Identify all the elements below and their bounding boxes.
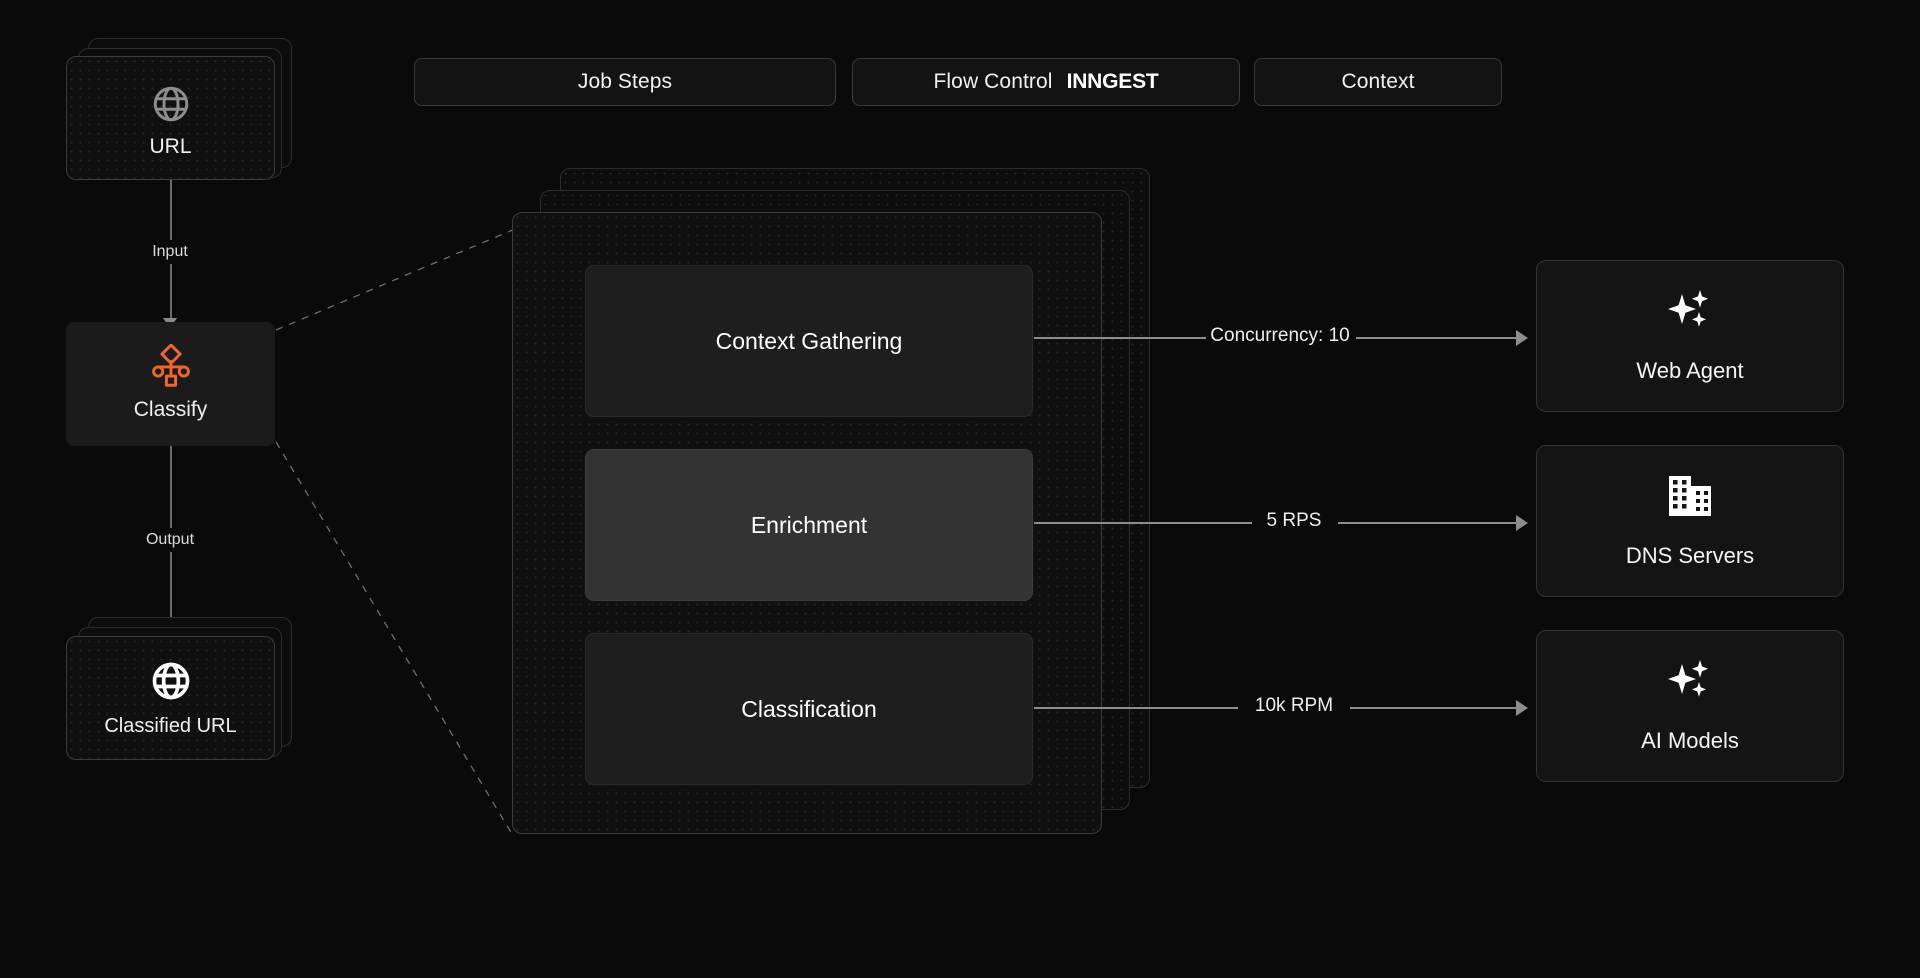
node-url[interactable]: URL [66, 56, 275, 180]
inngest-wordmark: INNGEST [1066, 70, 1159, 93]
step-label: Enrichment [750, 511, 868, 538]
connector-arrow-icon-3 [1516, 700, 1528, 716]
step-card-classification[interactable]: Classification [585, 633, 1033, 785]
globe-icon [67, 83, 274, 125]
connector-line-right-3 [1350, 707, 1518, 709]
sparkles-icon [1665, 658, 1715, 710]
building-icon [1666, 473, 1714, 525]
step-card-enrichment[interactable]: Enrichment [585, 449, 1033, 601]
connector-line-right-2 [1338, 522, 1518, 524]
tab-job-steps[interactable]: Job Steps [414, 58, 836, 106]
classify-nodes-icon [66, 344, 275, 388]
job-panel[interactable]: Context Gathering Enrichment Classificat… [512, 212, 1102, 834]
context-card-label: AI Models [1641, 728, 1739, 753]
context-card-dns-servers[interactable]: DNS Servers [1536, 445, 1844, 597]
node-classified-url[interactable]: Classified URL [66, 636, 275, 760]
step-card-context-gathering[interactable]: Context Gathering [585, 265, 1033, 417]
connector-label-concurrency: Concurrency: 10 [1210, 325, 1350, 346]
connector-line-left-2 [1034, 522, 1252, 524]
tab-flow-control[interactable]: Flow Control INNGEST [852, 58, 1240, 106]
step-label: Classification [741, 695, 877, 722]
tab-context[interactable]: Context [1254, 58, 1502, 106]
connector-line-left-3 [1034, 707, 1238, 709]
tab-context-label: Context [1341, 70, 1415, 93]
connector-line-left-1 [1034, 337, 1206, 339]
node-classified-url-label: Classified URL [104, 715, 237, 737]
connector-arrow-icon-2 [1516, 515, 1528, 531]
node-url-label: URL [149, 135, 192, 158]
context-card-label: Web Agent [1636, 358, 1744, 383]
node-classify[interactable]: Classify [66, 322, 275, 446]
connector-line-right-1 [1356, 337, 1518, 339]
tab-job-steps-label: Job Steps [577, 70, 673, 93]
context-card-web-agent[interactable]: Web Agent [1536, 260, 1844, 412]
node-classify-label: Classify [133, 398, 208, 421]
globe-icon [67, 659, 274, 703]
step-label: Context Gathering [715, 327, 903, 354]
edge-input-label: Input [110, 240, 230, 264]
sparkles-icon [1665, 288, 1715, 340]
context-card-label: DNS Servers [1625, 543, 1755, 568]
edge-output-label: Output [110, 528, 230, 552]
tab-flow-control-label: Flow Control [933, 70, 1053, 93]
connector-label-rps: 5 RPS [1266, 510, 1322, 531]
connector-label-rpm: 10k RPM [1254, 695, 1334, 716]
connector-arrow-icon-1 [1516, 330, 1528, 346]
context-card-ai-models[interactable]: AI Models [1536, 630, 1844, 782]
